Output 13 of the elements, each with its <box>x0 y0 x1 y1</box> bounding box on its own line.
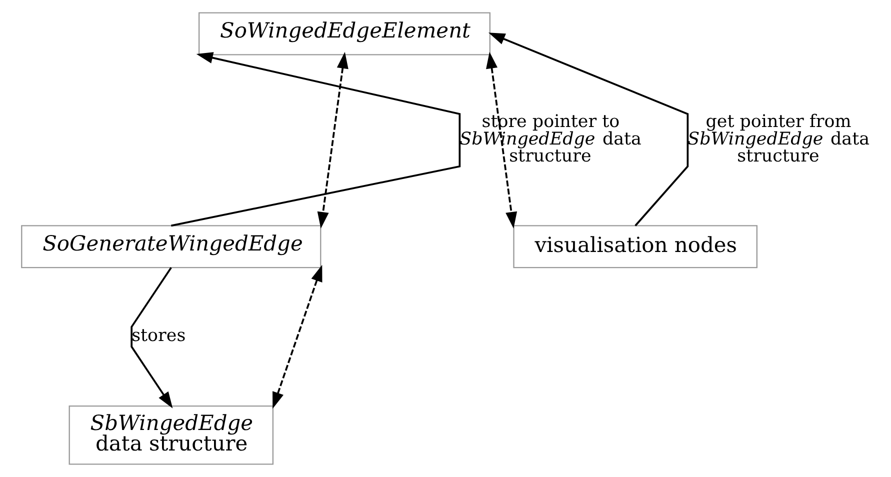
node-box: visualisation nodes <box>512 225 757 268</box>
node-box: SoGenerateWingedEdge <box>20 225 321 268</box>
arrow <box>272 264 322 409</box>
edge-label: get pointer from SbWingedEdge data structure <box>687 112 869 167</box>
arrow <box>130 267 172 408</box>
arrow <box>488 32 688 226</box>
node-box: SbWingedEdge data structure <box>68 405 274 465</box>
node-box: SoWingedEdgeElement <box>198 12 490 56</box>
arrow <box>170 52 460 227</box>
arrow <box>316 52 348 228</box>
edge-label: stores <box>131 326 186 346</box>
edge-label: store pointer to SbWingedEdge data structure <box>459 112 641 167</box>
arrow <box>486 52 517 228</box>
